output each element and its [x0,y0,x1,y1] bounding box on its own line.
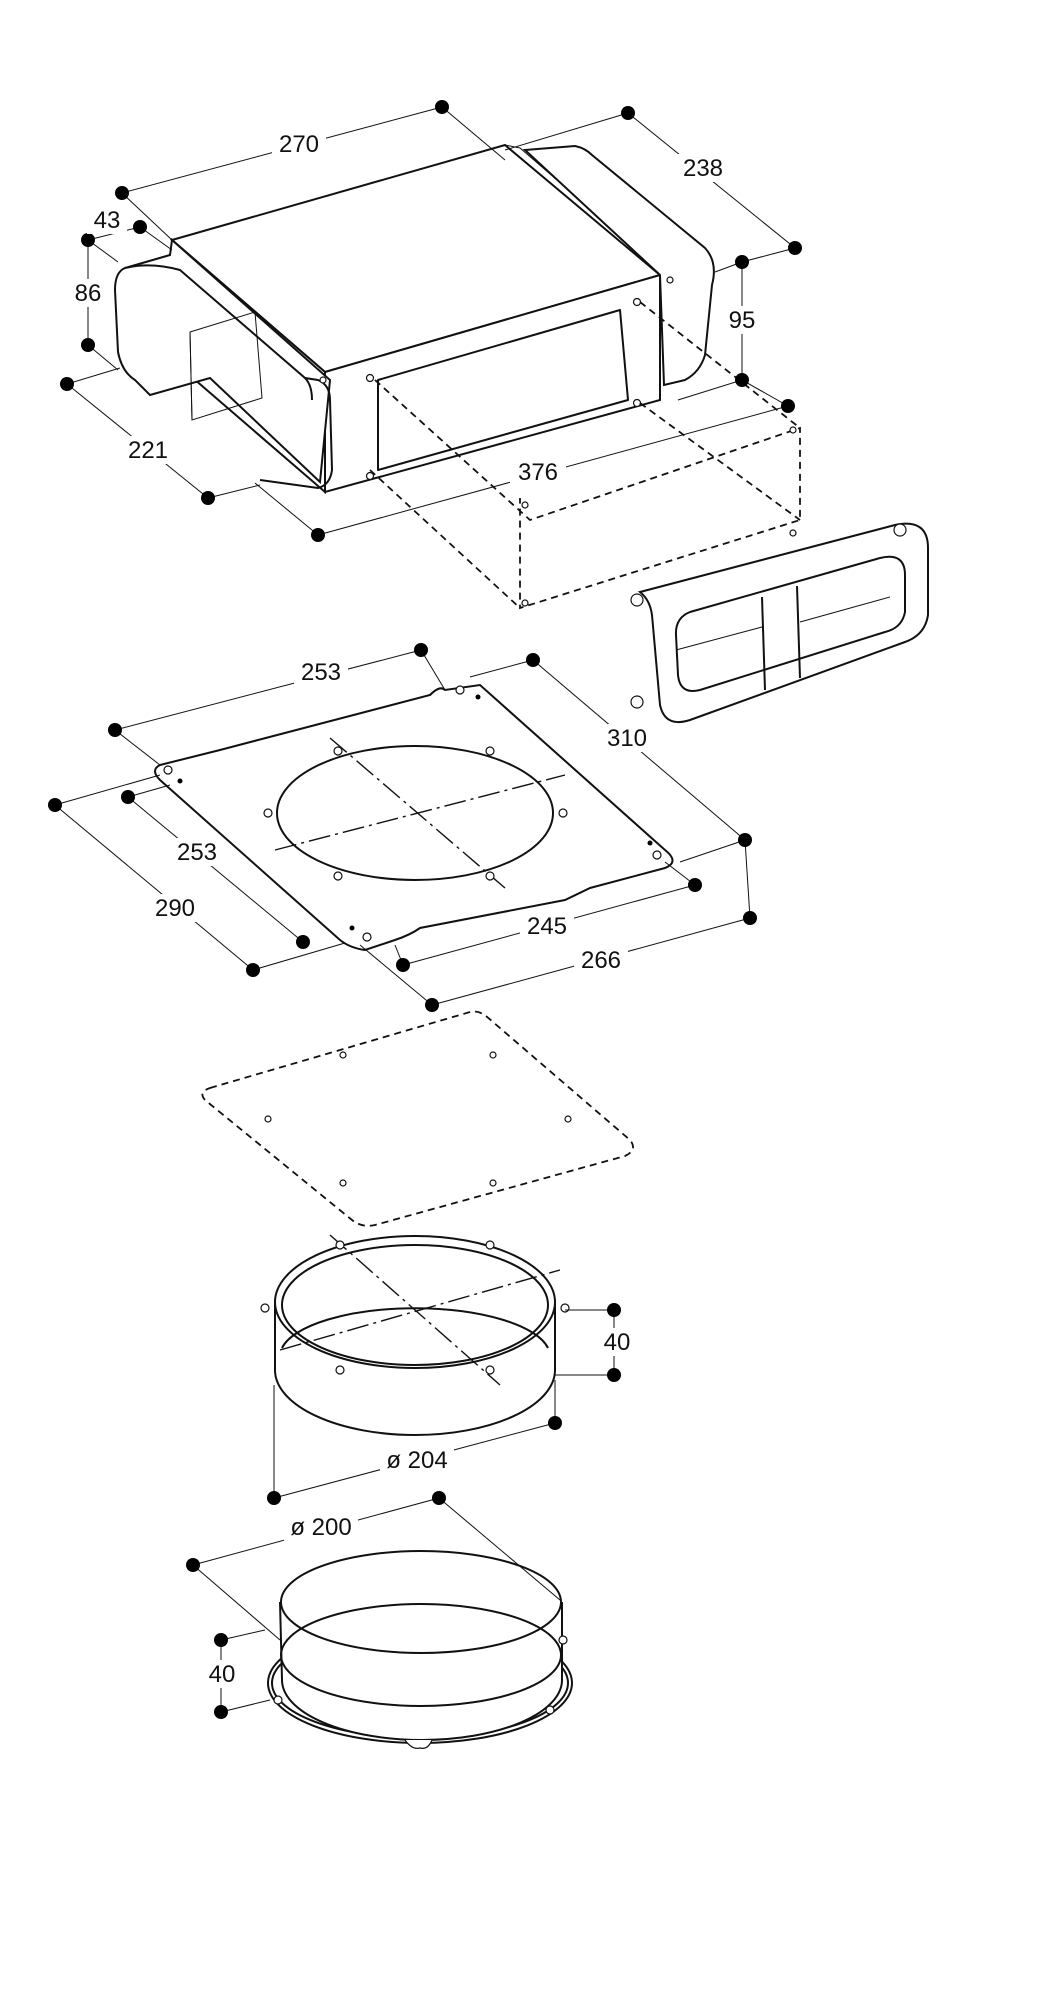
dim-253-top: 253 [301,659,341,686]
dim-40-ring: 40 [604,1329,631,1356]
dim-200: ø 200 [290,1514,351,1541]
collar [267,1550,573,1749]
dim-95: 95 [729,307,756,334]
dim-253-inner: 253 [177,839,217,866]
hidden-outline-box [369,301,801,610]
dimension-dots [48,100,802,1719]
dim-40-collar: 40 [209,1661,236,1688]
duct-box [113,143,715,495]
dim-376: 376 [518,459,558,486]
dim-290: 290 [155,895,195,922]
dim-270: 270 [279,131,319,158]
ring [260,1234,570,1436]
hidden-gasket [201,1010,634,1227]
dim-266: 266 [581,947,621,974]
label-backgrounds [68,130,762,1688]
dim-86: 86 [75,280,102,307]
dim-204: ø 204 [386,1447,447,1474]
mounting-plate [154,683,674,952]
dim-245: 245 [527,913,567,940]
dimension-labels: 270 238 43 86 95 221 376 253 310 253 290… [75,131,756,1688]
dim-310: 310 [607,725,647,752]
dim-221: 221 [128,437,168,464]
dim-43: 43 [94,207,121,234]
dim-238: 238 [683,155,723,182]
outlet-adapter [630,522,929,724]
